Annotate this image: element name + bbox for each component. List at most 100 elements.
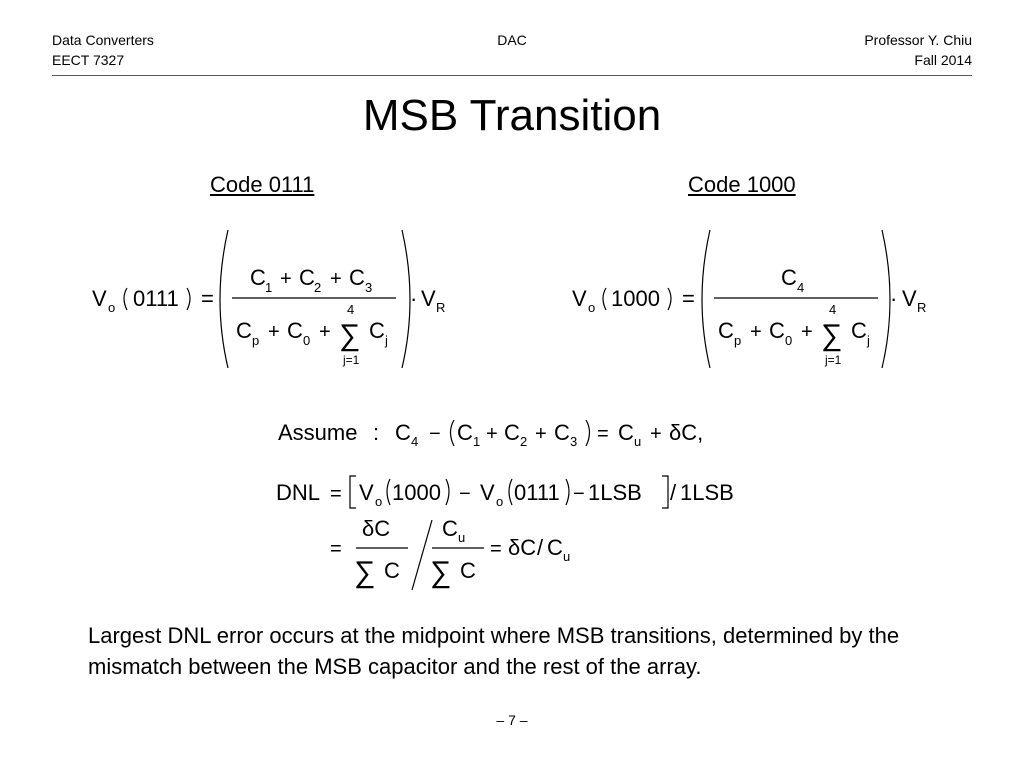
eq-l-den-cj: C xyxy=(369,318,385,343)
dnl2-num2-s: u xyxy=(458,530,465,545)
assume-c4: C xyxy=(395,420,411,445)
eq-r-num-c4: C xyxy=(781,265,797,290)
dnl2-res-s: u xyxy=(563,549,570,564)
eq-l-den-plus1: + xyxy=(268,321,280,343)
eq-l-num-c1: C xyxy=(250,265,266,290)
dnl-bracket-close xyxy=(662,475,669,509)
dnl2-sum2: ∑ xyxy=(430,556,451,589)
dnl2-den2: C xyxy=(460,558,476,583)
header-right: Professor Y. Chiu Fall 2014 xyxy=(864,30,972,70)
dnl-paren1-open xyxy=(386,478,391,506)
code-1000-label: Code 1000 xyxy=(688,172,796,197)
eq-r-eq: = xyxy=(682,286,695,311)
eq-l-paren-close xyxy=(186,287,191,311)
dnl-paren1-close xyxy=(445,478,450,506)
dnl-eq: = xyxy=(330,483,342,505)
eq-l-den-sp: p xyxy=(252,333,259,348)
header-rule xyxy=(52,75,972,76)
dnl-paren2-open xyxy=(508,478,513,506)
eq-r-vr: V xyxy=(902,286,917,311)
dnl2-den1: C xyxy=(384,558,400,583)
eq-l-v: V xyxy=(92,286,107,311)
eq-l-num-c3: C xyxy=(349,265,365,290)
eq-r-num-s4: 4 xyxy=(797,280,804,295)
eq-l-num-c2: C xyxy=(299,265,315,290)
dnl-s2: o xyxy=(496,494,503,509)
dnl-word: DNL xyxy=(276,480,320,505)
dnl-arg2: 0111 xyxy=(514,480,560,505)
assume-s4: 4 xyxy=(411,434,418,449)
eq-l-arg: 0111 xyxy=(133,286,179,311)
dnl-paren2-close xyxy=(565,478,570,506)
eq-l-paren-open xyxy=(123,287,128,311)
dnl2-res-c: C xyxy=(547,535,563,560)
dnl2-res-slash: / xyxy=(537,535,544,560)
assume-p2: + xyxy=(535,423,547,445)
assume-c2: C xyxy=(504,420,520,445)
assume-s2: 2 xyxy=(520,434,527,449)
assume-word: Assume xyxy=(278,420,357,445)
assume-s1: 1 xyxy=(473,434,480,449)
assume-c3: C xyxy=(554,420,570,445)
eq-r-den-s0: 0 xyxy=(785,333,792,348)
assume-paren-open xyxy=(449,419,455,447)
eq-l-sum-top: 4 xyxy=(347,302,354,317)
eq-r-den-plus2: + xyxy=(801,321,813,343)
eq-r-vsub: o xyxy=(588,300,595,315)
eq-l-den-c0: C xyxy=(287,318,303,343)
assume-c1: C xyxy=(457,420,473,445)
course-code: EECT 7327 xyxy=(52,52,125,68)
dnl2-eq1: = xyxy=(330,538,342,560)
assume-colon: : xyxy=(373,420,379,445)
assume-p3: + xyxy=(650,423,662,445)
eq-r-paren-open xyxy=(602,287,607,311)
eq-r-v: V xyxy=(572,286,587,311)
dnl-minus1: − xyxy=(459,483,471,505)
eq-l-eq: = xyxy=(201,286,214,311)
dnl2-eq2: = xyxy=(490,538,502,560)
dnl2-res-dc: δC xyxy=(508,535,536,560)
dnl2-bigslash xyxy=(411,519,433,591)
eq-r-sum-bot: j=1 xyxy=(824,353,842,367)
eq-l-den-s0: 0 xyxy=(303,333,310,348)
course-name: Data Converters xyxy=(52,32,154,48)
dnl2-num2-c: C xyxy=(442,516,458,541)
eq-l-den-plus2: + xyxy=(319,321,331,343)
dnl-v2: V xyxy=(480,480,495,505)
eq-l-vr: V xyxy=(421,286,436,311)
page-number: – 7 – xyxy=(496,712,528,728)
eq-r-den-cj: C xyxy=(851,318,867,343)
eq-l-sum-bot: j=1 xyxy=(342,353,360,367)
eq-r-bigparen-open xyxy=(701,229,711,369)
eq-l-vsub: o xyxy=(108,300,115,315)
dnl2-sum1: ∑ xyxy=(354,556,375,589)
assume-p1: + xyxy=(486,423,498,445)
dnl-lsb1: 1LSB xyxy=(588,480,642,505)
eq-l-den-sj: j xyxy=(384,333,388,348)
assume-paren-close xyxy=(585,419,591,447)
assume-minus: − xyxy=(429,423,441,445)
eq-l-bigparen-open xyxy=(219,229,229,369)
eq-l-num-plus2: + xyxy=(330,268,342,290)
professor-name: Professor Y. Chiu xyxy=(864,32,972,48)
assume-s3: 3 xyxy=(570,434,577,449)
eq-r-den-sj: j xyxy=(866,333,870,348)
header-left: Data Converters EECT 7327 xyxy=(52,30,154,70)
assume-su: u xyxy=(634,434,641,449)
dnl-v1: V xyxy=(359,480,374,505)
eq-r-bigparen-close xyxy=(881,229,891,369)
eq-l-sum-sym: ∑ xyxy=(339,319,360,352)
eq-r-den-c0: C xyxy=(769,318,785,343)
eq-r-den-plus1: + xyxy=(750,321,762,343)
eq-l-num-plus1: + xyxy=(280,268,292,290)
eq-r-den-sp: p xyxy=(734,333,741,348)
header-topic: DAC xyxy=(497,32,527,48)
eq-l-vr-sub: R xyxy=(436,300,445,315)
dnl-lsb2: 1LSB xyxy=(680,480,734,505)
eq-l-den-cp: C xyxy=(236,318,252,343)
assume-cu: C xyxy=(618,420,634,445)
semester: Fall 2014 xyxy=(914,52,972,68)
dnl-arg1: 1000 xyxy=(392,480,441,505)
eq-r-sum-top: 4 xyxy=(829,302,836,317)
explanation-text: Largest DNL error occurs at the midpoint… xyxy=(88,623,900,679)
